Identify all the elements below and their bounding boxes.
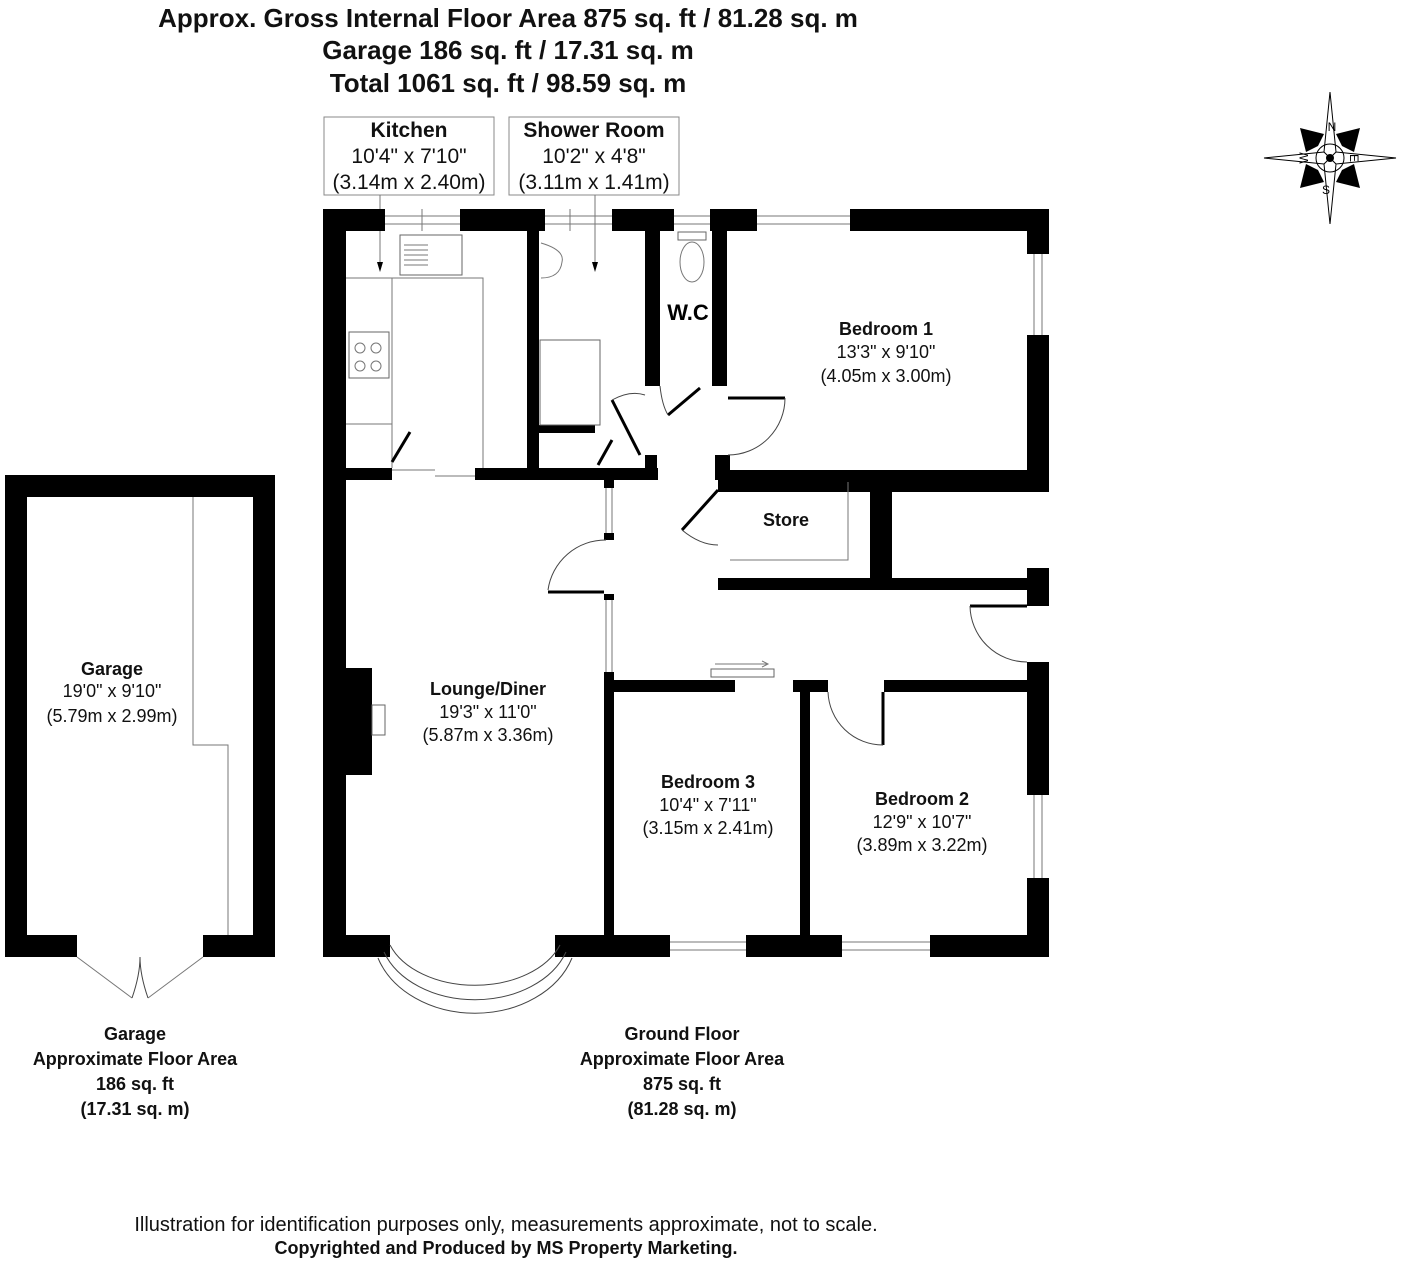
lounge-imperial: 19'3" x 11'0" xyxy=(439,702,536,722)
header-garage-area: Garage 186 sq. ft / 17.31 sq. m xyxy=(322,35,693,65)
bedroom3-imperial: 10'4" x 7'11" xyxy=(659,795,756,815)
garage-summary-label: Approximate Floor Area xyxy=(33,1049,238,1069)
bedroom1-metric: (4.05m x 3.00m) xyxy=(820,366,951,386)
kitchen-label: Kitchen xyxy=(370,119,447,142)
compass-e: E xyxy=(1347,154,1361,162)
garage-summary-sqft: 186 sq. ft xyxy=(96,1074,174,1094)
header-total-area: Total 1061 sq. ft / 98.59 sq. m xyxy=(330,68,686,98)
arrow-icon xyxy=(592,262,598,272)
shower-room-label: Shower Room xyxy=(523,119,664,142)
bedroom3-label: Bedroom 3 xyxy=(661,772,755,792)
kitchen-callout: Kitchen 10'4" x 7'10" (3.14m x 2.40m) xyxy=(323,116,495,272)
shower-room-callout: Shower Room 10'2" x 4'8" (3.11m x 1.41m) xyxy=(508,116,680,272)
garage-plan: Garage 19'0" x 9'10" (5.79m x 2.99m) xyxy=(5,475,275,999)
lounge-metric: (5.87m x 3.36m) xyxy=(422,725,553,745)
kitchen-imperial: 10'4" x 7'10" xyxy=(351,145,466,168)
garage-summary-sqm: (17.31 sq. m) xyxy=(80,1099,189,1119)
compass-w: W xyxy=(1297,152,1311,164)
room-labels: W.C Bedroom 1 13'3" x 9'10" (4.05m x 3.0… xyxy=(422,300,987,855)
shower-room-metric: (3.11m x 1.41m) xyxy=(518,171,669,194)
bedroom1-imperial: 13'3" x 9'10" xyxy=(837,342,936,362)
ground-summary-sqm: (81.28 sq. m) xyxy=(627,1099,736,1119)
bedroom3-metric: (3.15m x 2.41m) xyxy=(642,818,773,838)
ground-summary-label: Approximate Floor Area xyxy=(580,1049,785,1069)
copyright: Copyrighted and Produced by MS Property … xyxy=(274,1238,737,1258)
garage-summary-title: Garage xyxy=(104,1024,166,1044)
bedroom1-label: Bedroom 1 xyxy=(839,319,933,339)
kitchen-metric: (3.14m x 2.40m) xyxy=(333,171,486,194)
compass-s: S xyxy=(1322,183,1330,197)
lounge-label: Lounge/Diner xyxy=(430,679,546,699)
compass-icon: N E S W xyxy=(1263,91,1397,225)
wc-label: W.C xyxy=(667,300,709,325)
garage-label: Garage xyxy=(81,659,143,679)
ground-summary-sqft: 875 sq. ft xyxy=(643,1074,721,1094)
garage-area-summary: Garage Approximate Floor Area 186 sq. ft… xyxy=(33,1024,238,1119)
bedroom2-imperial: 12'9" x 10'7" xyxy=(873,812,972,832)
ground-floor-plan xyxy=(323,209,1049,1014)
shower-room-imperial: 10'2" x 4'8" xyxy=(542,145,646,168)
header-gross-area: Approx. Gross Internal Floor Area 875 sq… xyxy=(158,3,858,33)
ground-floor-area-summary: Ground Floor Approximate Floor Area 875 … xyxy=(580,1024,785,1119)
bedroom2-metric: (3.89m x 3.22m) xyxy=(856,835,987,855)
area-header: Approx. Gross Internal Floor Area 875 sq… xyxy=(158,3,858,98)
garage-imperial: 19'0" x 9'10" xyxy=(63,681,162,701)
garage-metric: (5.79m x 2.99m) xyxy=(46,706,177,726)
arrow-icon xyxy=(377,262,383,272)
store-label: Store xyxy=(763,510,809,530)
disclaimer: Illustration for identification purposes… xyxy=(134,1214,877,1236)
bedroom2-label: Bedroom 2 xyxy=(875,789,969,809)
compass-n: N xyxy=(1328,120,1337,134)
ground-summary-title: Ground Floor xyxy=(625,1024,740,1044)
